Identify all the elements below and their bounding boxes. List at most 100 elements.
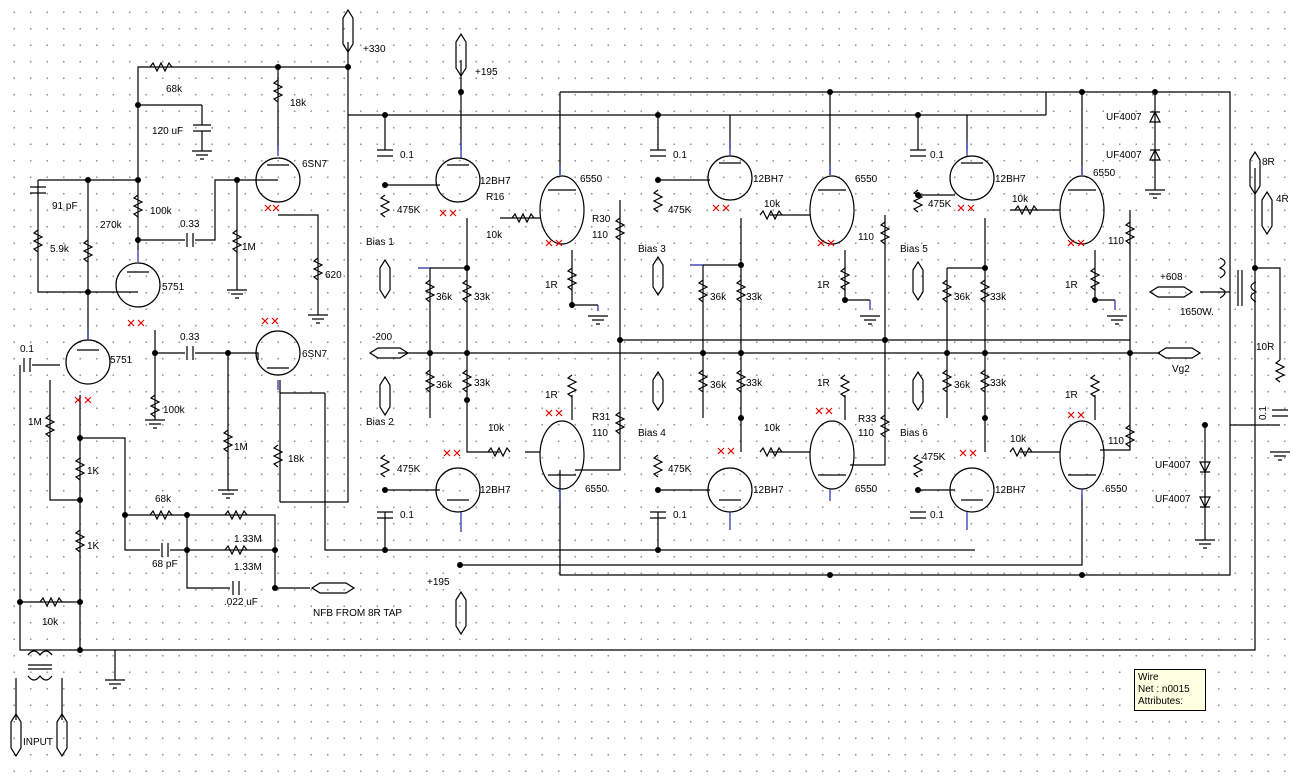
label-12bh7-3: 12BH7: [995, 174, 1026, 185]
label-r620: 620: [325, 270, 342, 281]
ground-symbols: [105, 150, 1290, 689]
label-r110-c: 110: [1108, 436, 1124, 447]
wires: [19, 42, 1281, 680]
label-r475k-3: 475K: [668, 205, 692, 216]
label-r68k-fb: 68k: [155, 494, 172, 505]
capacitors: [23, 124, 1288, 595]
label-c033-b: 0.33: [180, 332, 200, 343]
transformers: [15, 257, 1258, 720]
label-12bh7-2: 12BH7: [753, 174, 784, 185]
label-c91pf: 91 pF: [52, 201, 78, 212]
label-r31: R31: [592, 412, 611, 423]
label-r1m-in: 1M: [28, 417, 42, 428]
label-6550-3: 6550: [1093, 168, 1116, 179]
label-bias6: Bias 6: [900, 428, 928, 439]
label-c01-4: 0.1: [400, 510, 414, 521]
label-r16-value: 10k: [486, 230, 503, 241]
label-bias4: Bias 4: [638, 428, 666, 439]
label-r33: R33: [858, 414, 877, 425]
label-c01-in: 0.1: [20, 344, 34, 355]
label-r100k-a: 100k: [150, 206, 173, 217]
label-r1k-b: 1K: [87, 541, 100, 552]
label-bias1: Bias 1: [366, 237, 394, 248]
label-r33k-2: 33k: [474, 378, 491, 389]
label-tube-6sn7-a: 6SN7: [302, 159, 327, 170]
label-uf4007-3: UF4007: [1155, 460, 1191, 471]
label-opt: 1650W.: [1180, 307, 1214, 318]
label-6550-5: 6550: [855, 484, 878, 495]
label-r31-value: 110: [592, 428, 608, 439]
label-c01-1: 0.1: [400, 150, 414, 161]
label-r475k-4: 475K: [668, 464, 692, 475]
label-r10k-4: 10k: [764, 423, 781, 434]
label-neg200: -200: [372, 332, 392, 343]
pin-stubs: [87, 140, 1116, 532]
label-12bh7-1: 12BH7: [480, 176, 511, 187]
label-6550-6: 6550: [1105, 484, 1128, 495]
label-1r-1: 1R: [545, 280, 558, 291]
label-bias5: Bias 5: [900, 244, 928, 255]
label-r133m-b: 1.33M: [234, 562, 262, 573]
label-r475k-2: 475K: [397, 464, 421, 475]
label-r475k-6: 475K: [922, 452, 946, 463]
label-r36k-1: 36k: [436, 292, 453, 303]
label-c022: .022 uF: [224, 597, 258, 608]
component-labels: +330 +195 +195 -200 +608 Vg2 8R 4R INPUT…: [20, 44, 1289, 748]
label-r36k-3: 36k: [710, 292, 727, 303]
label-6550-1: 6550: [580, 174, 603, 185]
label-r10k-3: 10k: [764, 199, 781, 210]
wire-tooltip: Wire Net : n0015 Attributes:: [1134, 669, 1206, 711]
label-r1m-b: 1M: [234, 442, 248, 453]
label-r36k-5: 36k: [954, 292, 971, 303]
label-nfb: NFB FROM 8R TAP: [313, 608, 402, 619]
label-c01-6: 0.1: [930, 510, 944, 521]
label-input: INPUT: [23, 737, 53, 748]
label-hv195-bot: +195: [427, 577, 450, 588]
label-r475k-1: 475K: [397, 205, 421, 216]
label-out-8r: 8R: [1262, 157, 1275, 168]
label-1r-5: 1R: [817, 378, 830, 389]
label-r10r: 10R: [1256, 342, 1274, 353]
label-r33k-1: 33k: [474, 292, 491, 303]
label-tube-5751-a: 5751: [162, 282, 185, 293]
connectors: [10, 8, 1273, 758]
label-r1m-a: 1M: [242, 242, 256, 253]
label-r270k: 270k: [100, 220, 123, 231]
unconnected-markers: [74, 204, 1085, 457]
tooltip-net: Net : n0015: [1138, 684, 1190, 695]
label-r5k9: 5.9k: [50, 244, 70, 255]
label-uf4007-1: UF4007: [1106, 112, 1142, 123]
label-r110-a: 110: [858, 232, 874, 243]
label-c01-zobel: 0.1: [1258, 406, 1269, 420]
label-tube-5751-b: 5751: [110, 355, 133, 366]
label-r33k-5: 33k: [990, 292, 1007, 303]
label-r33k-3: 33k: [746, 292, 763, 303]
label-r16: R16: [486, 192, 505, 203]
label-hv195-top: +195: [475, 67, 498, 78]
label-tube-6sn7-b: 6SN7: [302, 349, 327, 360]
label-c01-2: 0.1: [673, 150, 687, 161]
label-r36k-4: 36k: [710, 380, 727, 391]
label-6550-4: 6550: [585, 484, 608, 495]
label-r36k-6: 36k: [954, 380, 971, 391]
junctions: [17, 64, 1258, 653]
label-vg2: Vg2: [1172, 364, 1190, 375]
label-6550-2: 6550: [855, 174, 878, 185]
label-r10k-2: 10k: [488, 423, 505, 434]
label-uf4007-4: UF4007: [1155, 494, 1191, 505]
tooltip-title: Wire: [1138, 672, 1159, 683]
label-1r-2: 1R: [817, 280, 830, 291]
label-r10k-5: 10k: [1012, 194, 1029, 205]
resistors: [32, 61, 1286, 608]
label-r33-value: 110: [858, 428, 874, 439]
diodes: [1149, 110, 1211, 509]
label-c01-3: 0.1: [930, 150, 944, 161]
label-c01-5: 0.1: [673, 510, 687, 521]
label-1r-6: 1R: [1065, 390, 1078, 401]
label-r36k-2: 36k: [436, 380, 453, 391]
label-r30-value: 110: [592, 230, 608, 241]
label-r33k-6: 33k: [990, 378, 1007, 389]
label-plus608: +608: [1160, 272, 1183, 283]
label-r110-b: 110: [1108, 236, 1124, 247]
